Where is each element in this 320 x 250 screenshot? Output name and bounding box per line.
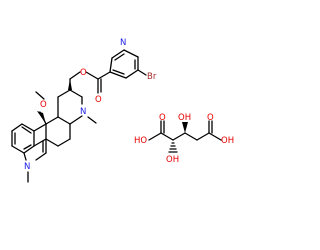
atom-label-acid1-hydroxyl: HO	[134, 136, 147, 146]
ergoline-core	[11, 78, 97, 183]
ester-group	[69, 71, 111, 94]
atom-labels: N Br O O O N N O HO OH OH O OH	[24, 38, 234, 172]
atom-label-acid2-carbonyl-o: O	[207, 113, 214, 123]
atom-label-indole-n: N	[24, 162, 30, 172]
atom-label-hydroxyl-top: OH	[178, 113, 191, 123]
atom-label-bromine: Br	[147, 72, 157, 82]
stereo-wedge	[37, 111, 46, 124]
bromopyridine-ring	[109, 49, 147, 79]
atom-label-ester-oxygen: O	[80, 68, 87, 78]
tartaric-acid	[148, 120, 222, 141]
atom-label-hydroxyl-bottom: OH	[166, 155, 179, 165]
atom-label-pyridine-n: N	[120, 38, 126, 48]
chemical-structure: N Br O O O N N O HO OH OH O OH	[11, 38, 234, 183]
atom-label-acid1-carbonyl-o: O	[159, 113, 166, 123]
atom-label-amine-n: N	[80, 107, 86, 117]
atom-label-acid2-hydroxyl: OH	[221, 136, 234, 146]
stereo-wedge	[182, 122, 188, 133]
stereo-wedge	[68, 79, 72, 90]
hashed-bond	[168, 142, 178, 153]
atom-label-methoxy-oxygen: O	[40, 100, 47, 110]
atom-label-carbonyl-oxygen: O	[95, 95, 102, 105]
